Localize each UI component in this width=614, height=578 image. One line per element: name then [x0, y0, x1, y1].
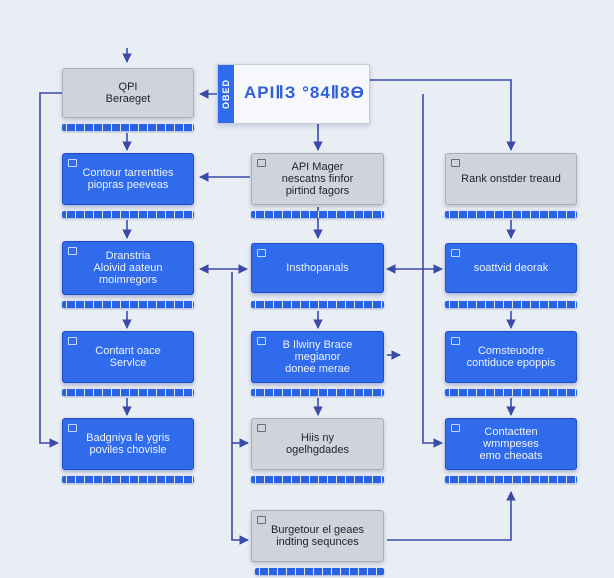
node-social-service[interactable]: soattvid deorak — [445, 243, 577, 293]
doc-icon — [451, 249, 460, 257]
node-ports — [62, 211, 194, 218]
node-ports — [445, 211, 577, 218]
doc-icon — [68, 247, 77, 255]
node-hiss-upgrades[interactable]: Hiis ny ogelhgdades — [251, 418, 384, 470]
node-connection-endpoints[interactable]: Contactten wmmpeses emo cheoats — [445, 418, 577, 470]
node-process-engine[interactable]: B Ilwiny Brace megianor donee merae — [251, 331, 384, 383]
doc-icon — [451, 337, 460, 345]
node-content-service[interactable]: Contant oace Servlce — [62, 331, 194, 383]
header-tab: OBED — [218, 65, 234, 123]
node-ports — [255, 568, 384, 575]
node-ports — [251, 476, 384, 483]
doc-icon — [257, 249, 266, 257]
node-contour-properties[interactable]: Contour tarrentties piopras peeveas — [62, 153, 194, 205]
arrow-right-trunk — [422, 94, 443, 448]
doc-icon — [257, 516, 266, 524]
node-domain-network[interactable]: Dranstria Aloivid aateun moimregors — [62, 241, 194, 295]
doc-icon — [451, 159, 460, 167]
arrow-budget-connections — [387, 491, 516, 541]
node-ports — [445, 476, 577, 483]
node-ports — [251, 389, 384, 396]
api-header-card[interactable]: OBED APIⅡЗ °84Ⅱ8Ө — [217, 64, 370, 124]
node-budget-queues[interactable]: Burgetour el geaes indting sequnces — [251, 510, 384, 562]
node-ports — [445, 301, 577, 308]
doc-icon — [257, 424, 266, 432]
doc-icon — [257, 337, 266, 345]
node-ports — [62, 301, 194, 308]
node-ports — [62, 124, 194, 131]
arrow-header-to-right — [370, 79, 516, 151]
node-routing-params[interactable]: Insthopanals — [251, 243, 384, 293]
node-ports — [62, 389, 194, 396]
arrow-left-bypass — [39, 92, 62, 448]
node-ports — [251, 211, 384, 218]
doc-icon — [68, 424, 77, 432]
node-constituent-groups[interactable]: Comsteuodre contiduce epoppis — [445, 331, 577, 383]
doc-icon — [68, 337, 77, 345]
node-ports — [445, 389, 577, 396]
node-ports — [251, 301, 384, 308]
node-api-manager[interactable]: API Mager nescatns finfor pirtind fagors — [251, 153, 384, 205]
node-rank-trend[interactable]: Rank onstder treaud — [445, 153, 577, 205]
doc-icon — [257, 159, 266, 167]
arrow-trunk-budget — [231, 272, 249, 545]
header-title: APIⅡЗ °84Ⅱ8Ө — [244, 83, 365, 102]
doc-icon — [68, 159, 77, 167]
node-badge-profiles[interactable]: Badgniya le ygris poviles chovisle — [62, 418, 194, 470]
doc-icon — [451, 424, 460, 432]
node-api-request[interactable]: QPI Beraeget — [62, 68, 194, 118]
node-ports — [62, 476, 194, 483]
